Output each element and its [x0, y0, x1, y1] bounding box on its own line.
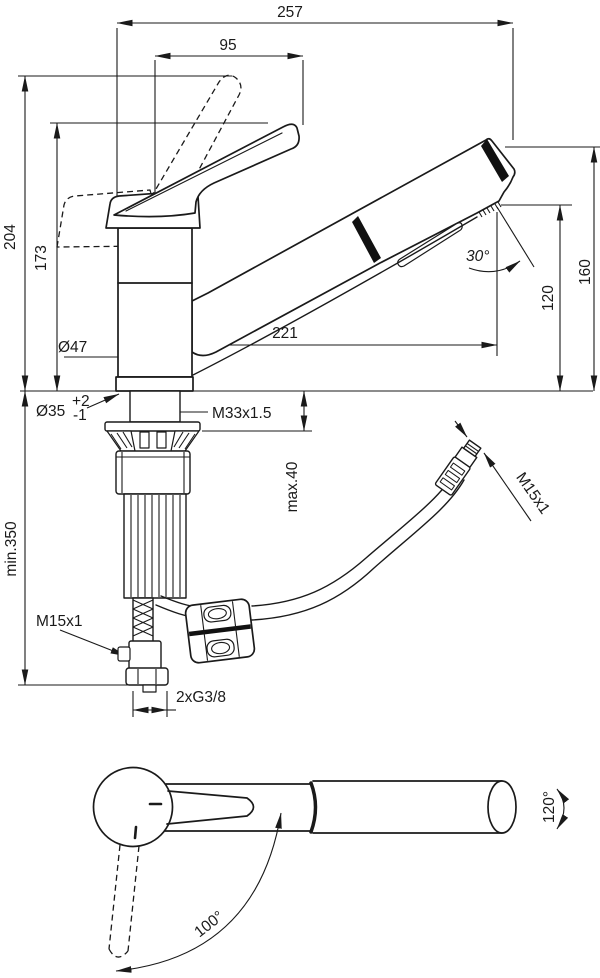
base-plate: [115, 376, 194, 392]
braid-hatch: [132, 599, 154, 637]
handle-top-view: [166, 790, 255, 825]
threaded-shank: [129, 390, 181, 423]
cone-hatch: [110, 431, 196, 450]
label-handle-swing-angle: 100°: [191, 908, 227, 941]
pullout-hose: [155, 471, 465, 621]
hose-end-connector: [434, 439, 482, 496]
leader-spray-direction: [496, 206, 535, 268]
ribbed-shank: [123, 493, 187, 599]
label-supply-connections: 2xG3/8: [176, 689, 226, 706]
index-mark-vertical: [133, 825, 138, 840]
label-height-handle: 173: [33, 245, 50, 271]
spout-joint-band: [352, 216, 381, 263]
label-outlet-height: 120: [540, 285, 557, 311]
spout-tube-end: [487, 780, 517, 834]
label-dia-hole: Ø35 +2 -1: [36, 393, 94, 424]
label-height-total: 204: [2, 224, 19, 250]
body-top-view: [92, 766, 174, 848]
leader-hose-thread: [59, 629, 127, 657]
spout: [191, 137, 516, 357]
mounting-flange: [104, 421, 201, 432]
side-view-faucet: [105, 123, 516, 392]
top-view-dashed-handle: [108, 844, 140, 958]
handle-edge-line: [125, 132, 283, 212]
under-deck-assembly: [104, 390, 532, 693]
label-hose-thread-end: M15x1: [512, 469, 553, 517]
mounting-cone: [106, 430, 200, 452]
shank-ribs: [130, 495, 181, 597]
g38-nut: [125, 667, 169, 686]
label-width-total: 257: [277, 4, 303, 21]
anchor-slot-left: [139, 431, 150, 449]
m15-nipple: [117, 646, 131, 662]
dimension-labels: 257 95 204 173 160 120 221 Ø47 Ø35 +2 -1…: [2, 4, 594, 941]
label-spout-reach: 221: [272, 325, 298, 342]
leader-dia-hole: [86, 393, 120, 409]
aerator-face-hatch: [478, 201, 502, 218]
label-hose-thread-bottom: M15x1: [36, 613, 83, 630]
label-spout-height: 160: [577, 259, 594, 285]
hose-counterweight: [184, 598, 256, 664]
label-spray-angle: 30°: [466, 248, 489, 265]
label-thread-shank: M33x1.5: [212, 405, 271, 422]
label-dia-body: Ø47: [58, 339, 87, 356]
top-view: [92, 766, 570, 973]
anchor-slot-right: [156, 431, 167, 449]
spout-underside-edge: [192, 216, 478, 376]
arc-handle-swing: [115, 812, 282, 973]
swivel-joint-ring: [309, 781, 318, 834]
dimension-lines: [18, 19, 600, 717]
sprayhead-end-band: [481, 139, 509, 182]
dim-hose-thread-end: [454, 420, 532, 522]
faucet-body: [117, 227, 193, 378]
label-deck-max: max.40: [284, 461, 301, 512]
label-spout-swivel-angle: 120°: [541, 791, 558, 823]
label-handle-reach: 95: [219, 37, 236, 54]
arc-spray-angle: [468, 260, 521, 273]
arc-spout-swivel: [556, 788, 570, 830]
g38-stub: [142, 684, 157, 693]
dashed-handle-lever: [145, 74, 242, 219]
valve-body: [128, 640, 162, 670]
label-clearance-min: min.350: [3, 521, 20, 577]
